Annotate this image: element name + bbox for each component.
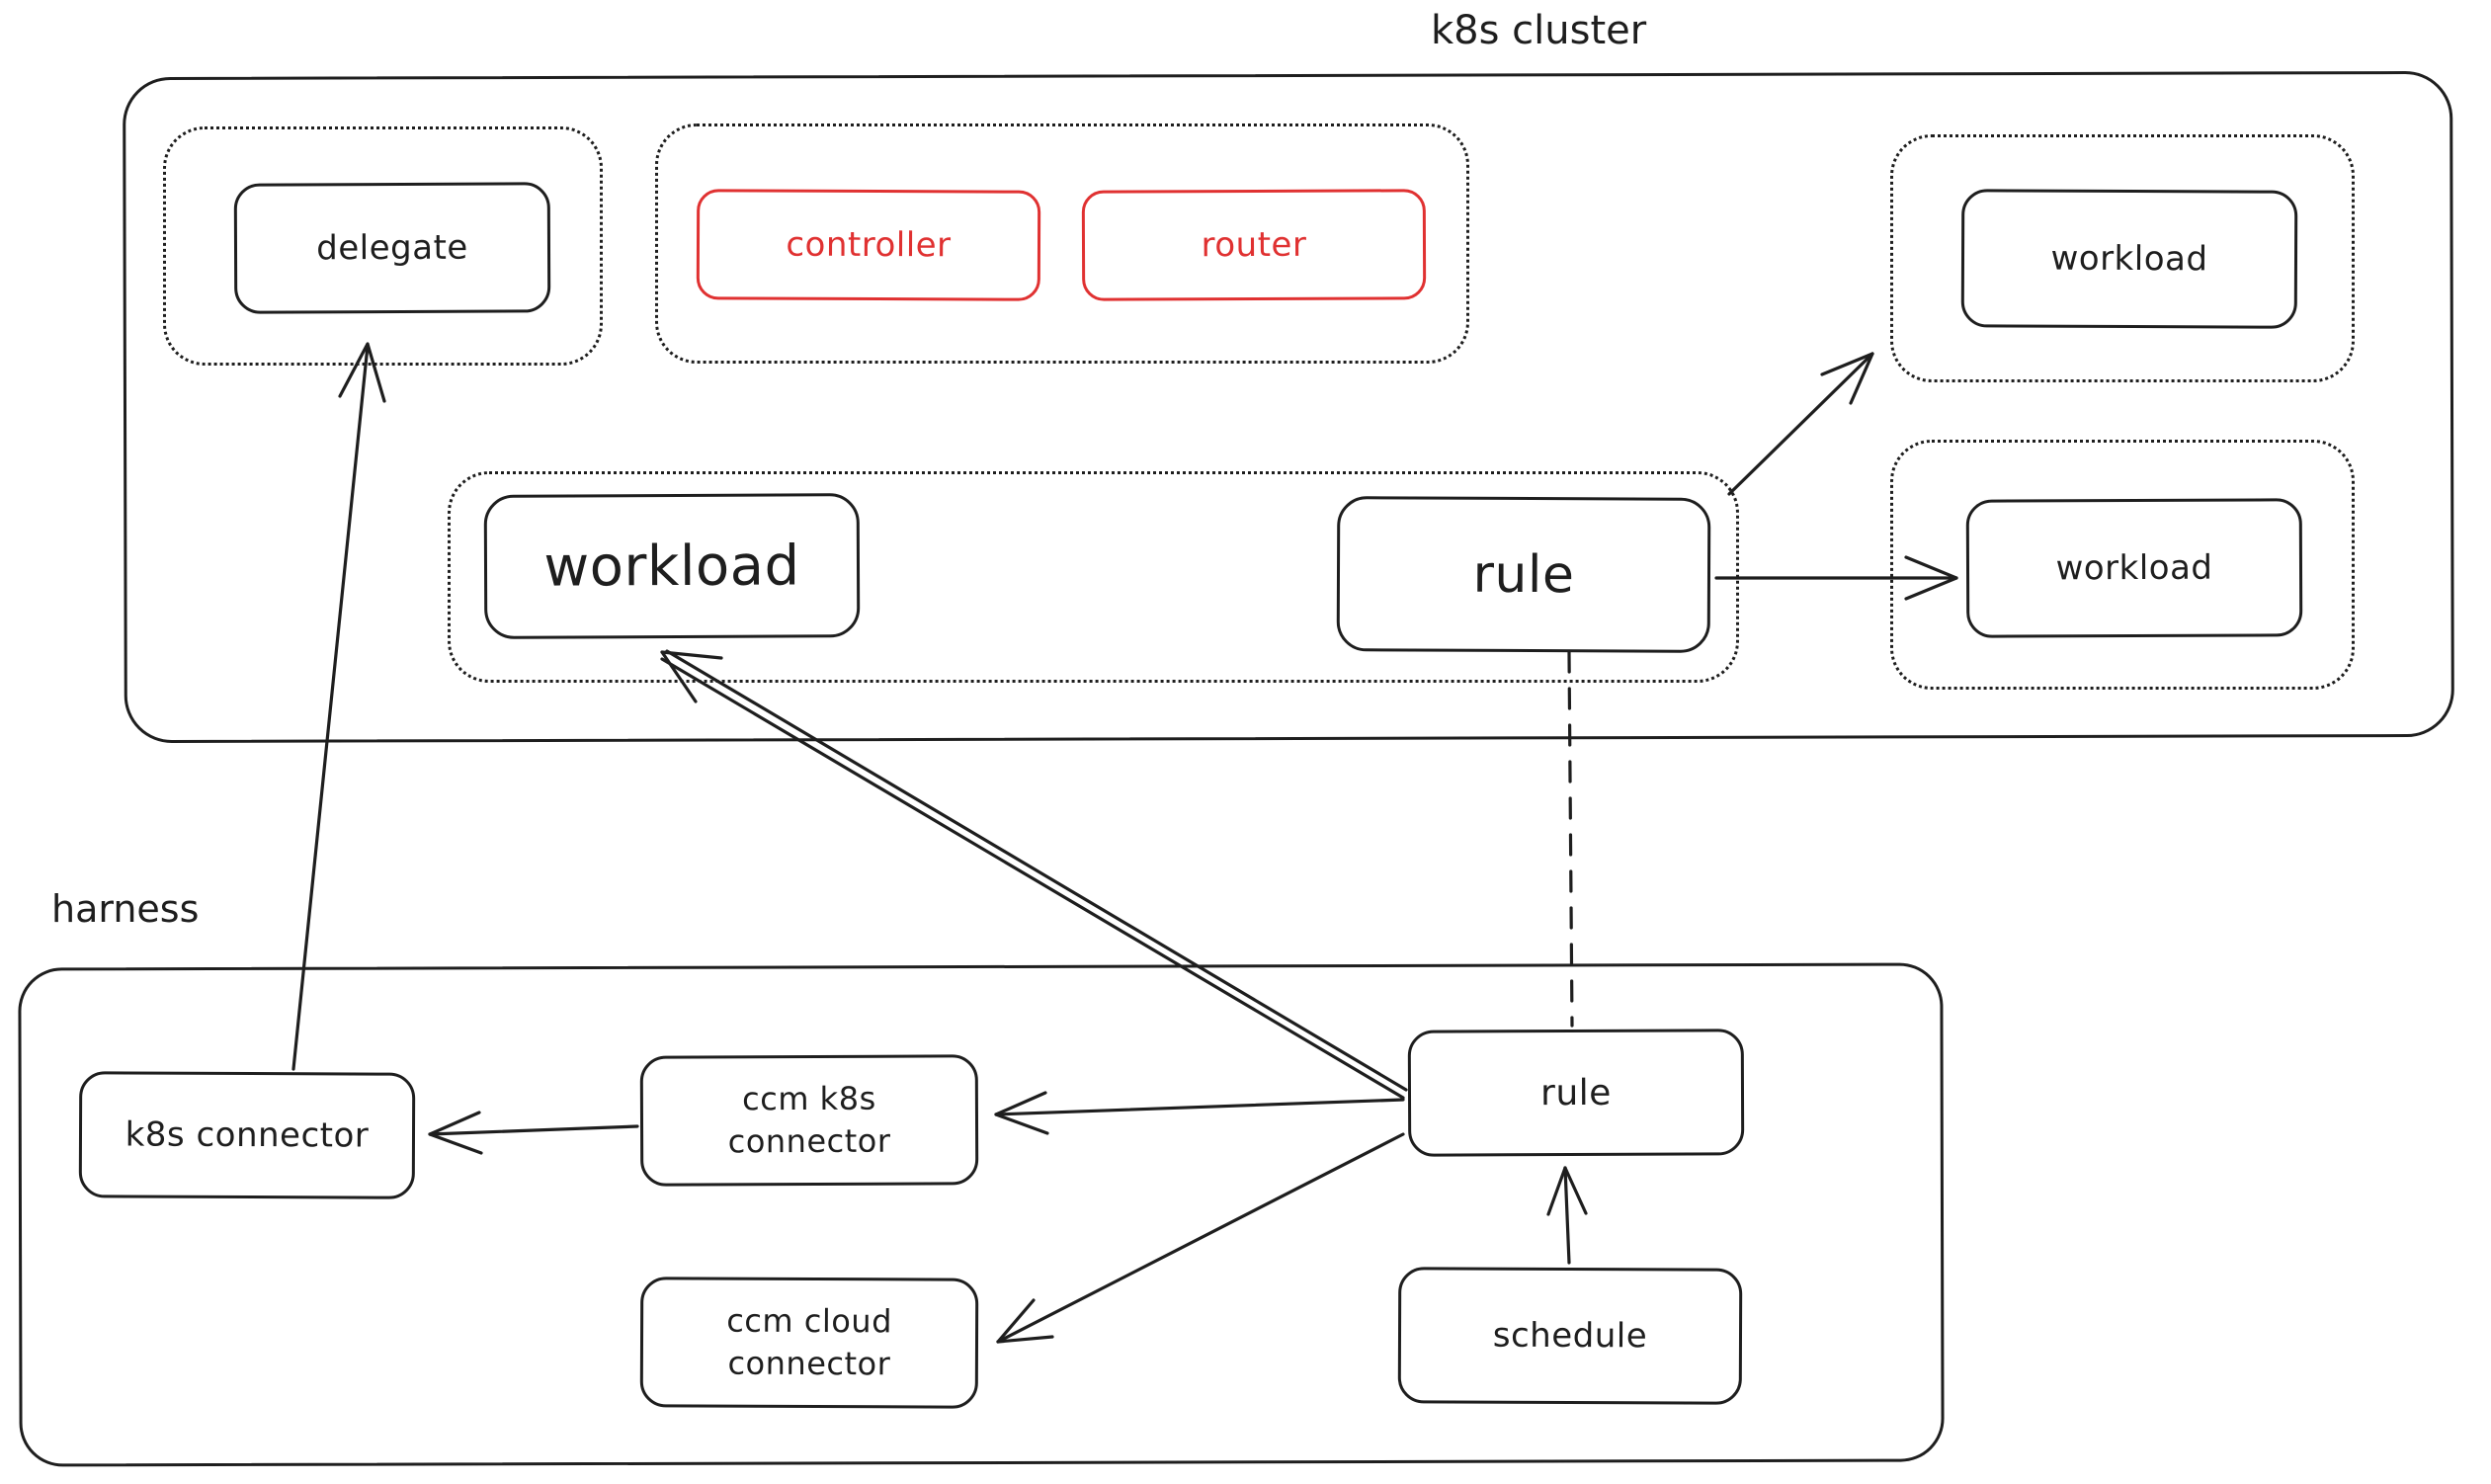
node-ccm-cloud-connector-label: ccm cloud connector xyxy=(726,1301,893,1383)
node-ccm-k8s-connector: ccm k8s connector xyxy=(639,1054,979,1187)
node-delegate: delegate xyxy=(233,182,551,314)
node-k8s-connector-label: k8s connector xyxy=(125,1114,370,1156)
node-workload-top-right: workload xyxy=(1960,189,2298,329)
harness-label: harness xyxy=(51,887,200,931)
node-router-label: router xyxy=(1201,224,1307,266)
node-ccm-k8s-connector-label: ccm k8s connector xyxy=(727,1079,891,1161)
node-delegate-label: delegate xyxy=(316,227,468,269)
workload-rule-group xyxy=(448,471,1739,683)
node-workload-main: workload xyxy=(483,493,861,639)
node-k8s-connector: k8s connector xyxy=(78,1071,416,1199)
node-rule-cluster-label: rule xyxy=(1472,544,1575,605)
workload-top-right-group xyxy=(1890,134,2355,382)
node-router: router xyxy=(1081,189,1427,301)
delegate-group xyxy=(163,126,603,366)
node-workload-main-label: workload xyxy=(543,533,800,600)
node-schedule: schedule xyxy=(1397,1267,1743,1405)
node-rule-cluster: rule xyxy=(1336,496,1711,653)
node-rule-harness-label: rule xyxy=(1540,1072,1612,1113)
node-workload-mid-right: workload xyxy=(1965,498,2303,638)
node-schedule-label: schedule xyxy=(1492,1315,1648,1357)
workload-mid-right-group xyxy=(1890,440,2355,690)
node-controller: controller xyxy=(696,189,1041,301)
node-workload-top-right-label: workload xyxy=(2050,238,2208,280)
node-ccm-cloud-connector: ccm cloud connector xyxy=(639,1277,979,1409)
k8s-cluster-label: k8s cluster xyxy=(1431,8,1647,53)
node-workload-mid-right-label: workload xyxy=(2055,547,2213,589)
node-rule-harness: rule xyxy=(1407,1029,1745,1157)
node-controller-label: controller xyxy=(786,224,952,266)
controller-router-group xyxy=(655,124,1469,364)
